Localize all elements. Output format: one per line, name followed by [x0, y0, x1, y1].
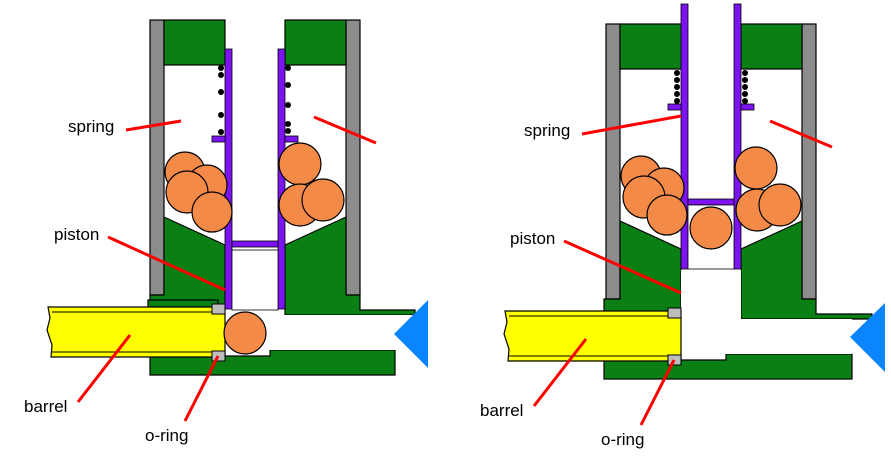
- right-wall-outer: [801, 23, 817, 300]
- hopper-balls: [620, 146, 802, 250]
- top-cap-left: [619, 23, 683, 70]
- label-piston: piston: [54, 225, 99, 244]
- barrel-leader: [76, 334, 132, 403]
- spring-coils: [218, 65, 291, 135]
- spring-leader: [125, 119, 182, 132]
- label-barrel: barrel: [24, 397, 67, 416]
- oring-top: [211, 303, 226, 315]
- piston: [211, 48, 299, 311]
- label-piston: piston: [510, 229, 555, 248]
- top-cap-left: [163, 19, 226, 66]
- left-wall-outer: [605, 23, 621, 300]
- top-cap-right: [740, 23, 803, 70]
- feed-ball: [689, 206, 733, 250]
- piston-bore: [681, 270, 741, 320]
- air-arrow-icon: [394, 300, 428, 368]
- panel-right: spring piston barrel o-ring: [480, 3, 885, 449]
- label-spring: spring: [524, 121, 570, 140]
- panel-left: spring piston barrel o-ring: [24, 19, 428, 445]
- spring-coils: [674, 70, 748, 104]
- hopper-leader: [313, 115, 377, 145]
- label-barrel: barrel: [480, 401, 523, 420]
- barrel-leader: [532, 338, 588, 407]
- ball-channel: [681, 319, 852, 354]
- oring-bottom: [211, 350, 226, 362]
- top-cap-right: [284, 19, 347, 66]
- oring-bottom: [667, 354, 682, 366]
- spring-leader: [581, 114, 682, 136]
- hopper-balls: [164, 142, 345, 233]
- label-oring: o-ring: [601, 430, 644, 449]
- chamber-ball: [223, 311, 267, 355]
- piston-leader: [107, 235, 226, 292]
- oring-leader: [639, 359, 676, 426]
- barrel: [503, 310, 682, 362]
- hopper-leader: [769, 119, 833, 149]
- label-spring: spring: [68, 117, 114, 136]
- label-oring: o-ring: [145, 426, 188, 445]
- barrel: [46, 306, 226, 358]
- oring-top: [667, 307, 682, 319]
- air-arrow-icon: [850, 303, 885, 372]
- left-wall-outer: [149, 19, 165, 296]
- piston-leader: [563, 239, 682, 295]
- right-wall-outer: [345, 19, 361, 296]
- oring-leader: [183, 355, 220, 422]
